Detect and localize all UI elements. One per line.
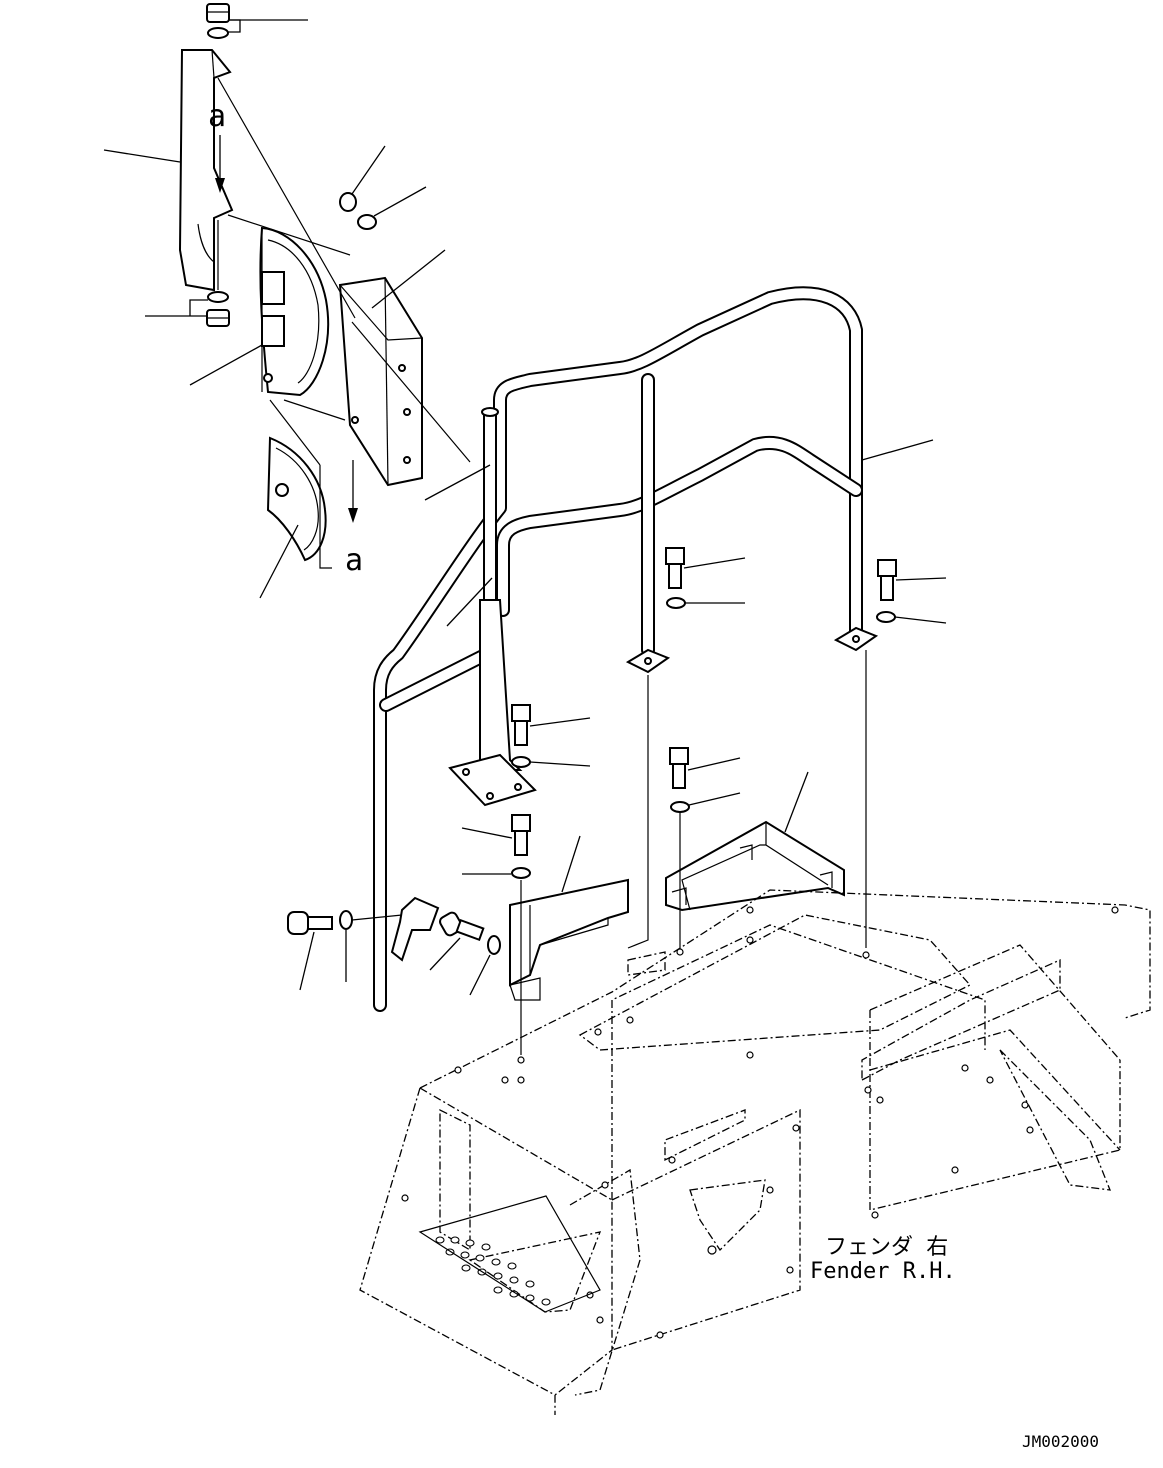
lower-washer — [207, 291, 229, 303]
cover-right — [665, 820, 845, 912]
handle-bracket — [351, 896, 440, 962]
arrow-a-bottom-head — [348, 508, 358, 523]
fender-rh — [359, 889, 1151, 1415]
mirror-glass — [266, 436, 327, 562]
leader-bolt-upper-right — [895, 577, 947, 581]
cover-left — [509, 878, 629, 1001]
washer-cover-left — [511, 867, 531, 879]
leader-clamp-upper — [424, 464, 491, 501]
leader-bolt-upper-mid — [683, 557, 746, 569]
small-nut-a — [339, 192, 357, 212]
drawing-number: JM002000 — [1022, 1432, 1099, 1451]
lower-nut — [206, 309, 230, 327]
top-nut — [206, 3, 230, 23]
leader-mount-box — [371, 249, 446, 309]
washer-bracket — [487, 935, 501, 955]
washer-handle — [339, 910, 353, 930]
leader-bolt-cover-left — [461, 827, 513, 839]
washer-base-post — [511, 756, 531, 768]
bolt-cover-right — [669, 747, 689, 789]
bolt-handle — [287, 911, 333, 935]
arrow-a-top-head — [215, 178, 225, 193]
leader-small-nut-a — [351, 145, 386, 195]
leader-cover-left — [561, 835, 581, 893]
leader-handrail — [861, 439, 934, 461]
callout-a-top: a — [208, 99, 226, 134]
leader-lower-nut — [145, 299, 208, 317]
leader-washer-upper-right — [894, 616, 947, 624]
leader-bolt-base-post — [529, 717, 591, 727]
bolt-base-post — [511, 704, 531, 746]
washer-upper-right — [876, 611, 896, 623]
small-washer-a — [357, 214, 377, 230]
guide-lines-mirror — [217, 77, 471, 569]
leader-bolt-cover-right — [687, 757, 741, 771]
leader-mirror-back — [189, 344, 263, 386]
top-washer — [207, 27, 229, 39]
leader-top-nut-bracket — [228, 19, 241, 33]
guide-lines-fender — [520, 650, 867, 1055]
mirror-back-assembly — [259, 226, 330, 397]
handrail — [373, 286, 879, 1012]
leader-mirror-glass — [259, 524, 299, 599]
leader-clamp-lower — [446, 577, 493, 627]
washer-cover-right — [670, 801, 690, 813]
fender-label-en: Fender R.H. — [810, 1259, 956, 1284]
bolt-bracket — [439, 911, 485, 942]
fender-label-jp: フェンダ 右 — [825, 1235, 948, 1260]
mirror-mount-box — [338, 276, 423, 487]
bolt-upper-mid — [665, 547, 685, 589]
leader-small-washer-a — [373, 186, 427, 217]
mirror-stay-bracket — [178, 49, 234, 292]
leader-bolt-bracket — [429, 937, 461, 971]
callout-a-bottom: a — [345, 543, 363, 578]
leader-washer-base-post — [529, 761, 591, 767]
bolt-cover-left — [511, 814, 531, 856]
leader-washer-bracket — [469, 954, 491, 996]
bolt-upper-right — [877, 559, 897, 601]
leader-bracket — [103, 149, 181, 163]
leader-washer-cover-right — [688, 792, 741, 806]
washer-upper-mid — [666, 597, 686, 609]
leader-bolt-handle — [299, 931, 315, 991]
leader-cover-right — [784, 771, 809, 833]
